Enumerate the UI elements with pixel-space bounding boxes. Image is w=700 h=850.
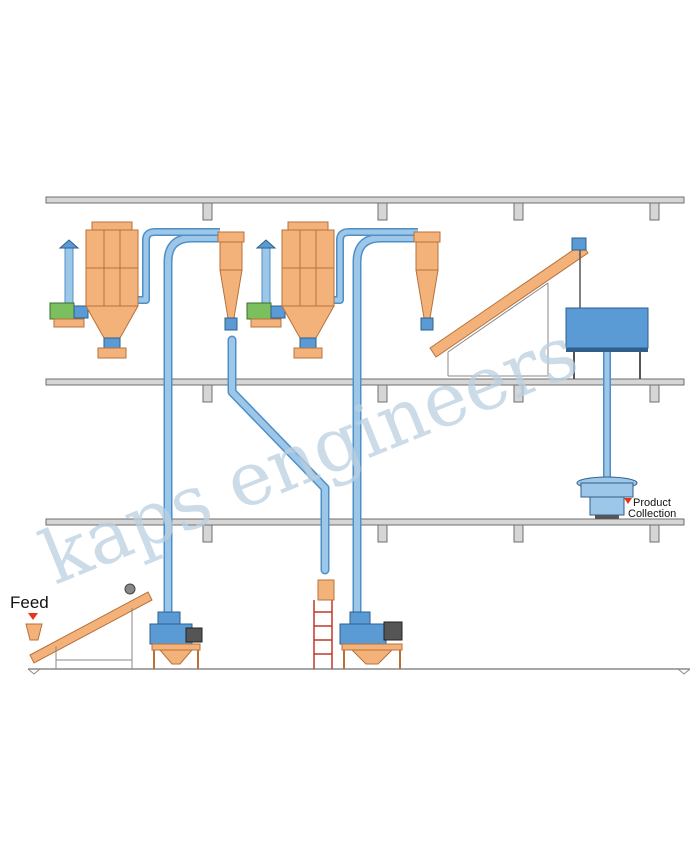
feed-arrow-icon	[28, 613, 38, 620]
floor-slab-first	[45, 518, 685, 543]
feed-label: Feed	[10, 593, 49, 612]
ground-line	[27, 668, 691, 675]
cyclone-1	[217, 231, 245, 331]
sifter	[576, 476, 638, 519]
cyclone-2	[413, 231, 441, 331]
floor-slab-top	[45, 196, 685, 221]
bag-filter-1	[49, 221, 139, 359]
inclined-screw-conveyor-top	[429, 237, 589, 377]
product-arrow-icon	[624, 498, 632, 504]
pipe-fan-2	[330, 228, 418, 304]
ladder	[313, 600, 333, 669]
pipe-fan-1	[135, 228, 220, 304]
product-collection-label-line2: Collection	[628, 508, 676, 520]
bag-filter-2	[246, 221, 335, 359]
product-collection-label-line1: Product	[633, 497, 671, 509]
pipe-line-3	[352, 233, 423, 617]
pulverizer-1	[149, 611, 203, 669]
pipe-line-1	[163, 233, 227, 617]
inclined-feed-conveyor	[25, 583, 153, 669]
product-hopper	[565, 307, 649, 379]
pipe-line-2	[227, 335, 330, 575]
pulverizer-2	[317, 579, 403, 669]
floor-slab-second	[45, 378, 685, 403]
